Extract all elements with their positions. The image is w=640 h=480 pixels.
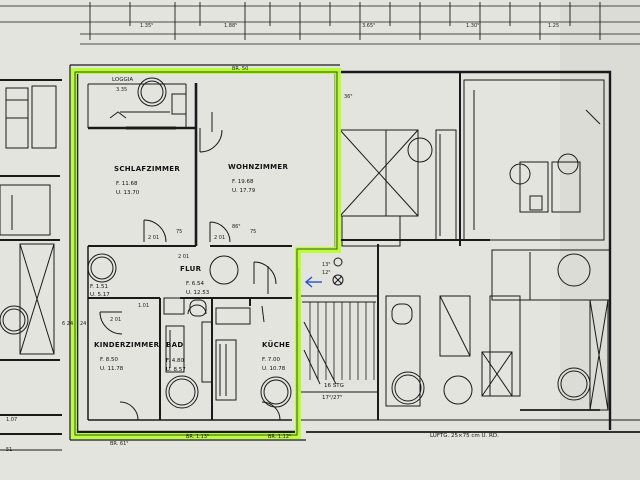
apartment-highlight (71, 68, 341, 439)
loggia-dim: 3.35 (116, 87, 128, 93)
dim-br-bottom-left: BR. 61⁵ (110, 441, 129, 447)
bad-area: F. 4.80 (166, 358, 185, 364)
abstellraum-area: F. 1.51 (90, 284, 109, 290)
right-neighbour-unit (336, 70, 612, 430)
dim-br-bottom-mid: BR. 1.13⁵ (186, 434, 210, 440)
dim-107: 1.07 (6, 417, 18, 423)
dim-75-b: 75 (250, 229, 257, 235)
kueche-label: KÜCHE (262, 341, 291, 349)
bad-perimeter: U. 8.57 (166, 367, 186, 373)
kueche-area: F. 7.00 (262, 357, 281, 363)
dim-201-b: 2 01 (214, 235, 226, 241)
kinderzimmer-area: F. 8.50 (100, 357, 119, 363)
dim-1885: 1.88⁵ (224, 23, 238, 29)
dim-125: 1.25 (548, 23, 560, 29)
flur-area: F. 6.54 (186, 281, 205, 287)
dim-624: 6 24 (62, 321, 74, 327)
stair-dimension: 17²/27⁵ (322, 395, 343, 401)
dim-br50: BR. 50 (232, 66, 249, 72)
loggia-details (87, 77, 187, 130)
dim-865: 86⁵ (232, 224, 241, 230)
dim-1305: 1.30⁵ (466, 23, 480, 29)
dim-1351: 1.35⁵ (140, 23, 154, 29)
dim-br-bottom-right: BR. 1.12⁵ (268, 434, 292, 440)
dim-125b: 12⁵ (322, 270, 331, 276)
schlafzimmer-label: SCHLAFZIMMER (114, 165, 181, 173)
wohnzimmer-area: F. 19.68 (232, 179, 254, 185)
lueftung-note: LÜFTG. 25×75 cm Ü. RD. (430, 433, 499, 439)
kueche-perimeter: U. 10.78 (262, 366, 286, 372)
entrance-arrow (304, 276, 322, 288)
wohnzimmer-label: WOHNZIMMER (228, 163, 289, 171)
abstellraum-perimeter: U. 5.17 (90, 292, 110, 298)
loggia-label: LOGGIA (112, 77, 134, 83)
fixtures (87, 253, 292, 409)
dim-75-a: 75 (176, 229, 183, 235)
staircase (299, 244, 640, 433)
dim-135: 13⁵ (322, 262, 331, 268)
wohnzimmer-perimeter: U. 17.79 (232, 188, 256, 194)
top-dimension-lines (0, 2, 640, 45)
stair-count: 16 STG (324, 383, 344, 389)
left-neighbour-unit (0, 79, 62, 451)
dim-201-c: 2 01 (178, 254, 190, 260)
bad-label: BAD (166, 341, 184, 349)
dim-201-a: 2 01 (148, 235, 160, 241)
apartment-highlight-inner-wall (74, 71, 338, 436)
kinderzimmer-label: KINDERZIMMER (94, 341, 160, 349)
flur-label: FLUR (180, 265, 202, 273)
dim-365: 36⁵ (344, 94, 353, 100)
kinderzimmer-perimeter: U. 11.78 (100, 366, 124, 372)
dim-3655: 3.65⁵ (362, 23, 376, 29)
dim-24: 24 (80, 321, 87, 327)
flur-perimeter: U. 12.53 (186, 290, 210, 296)
dim-51: 51 (6, 447, 13, 453)
schlafzimmer-area: F. 11.68 (116, 181, 138, 187)
dim-101: 1.01 (138, 303, 150, 309)
dim-201-d: 2 01 (110, 317, 122, 323)
schlafzimmer-perimeter: U. 13.70 (116, 190, 140, 196)
